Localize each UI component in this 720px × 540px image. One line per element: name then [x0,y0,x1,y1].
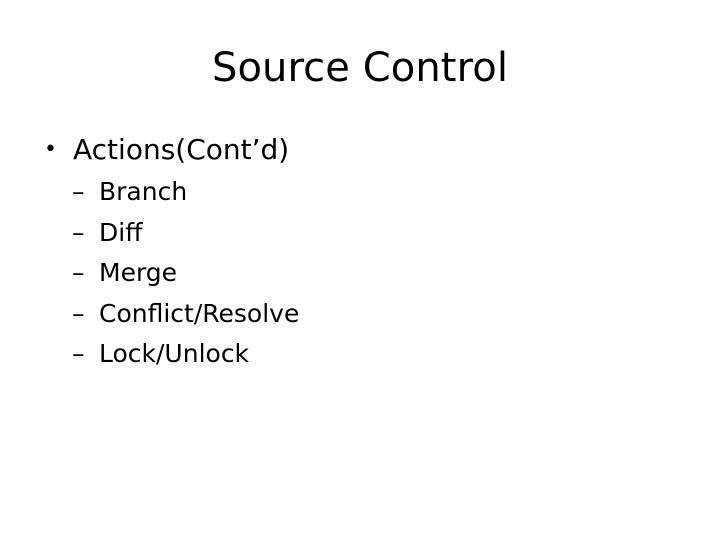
dash-marker-icon: – [72,339,85,368]
outline-level2-item-conflict-resolve: – Conflict/Resolve [0,294,720,335]
bullet-dot-icon: • [44,137,57,162]
dash-marker-icon: – [72,258,85,287]
outline-level2-label: Conflict/Resolve [99,298,300,328]
outline-level1-item: • Actions(Cont’d) [0,128,720,172]
outline-level2-item-lock-unlock: – Lock/Unlock [0,334,720,375]
dash-marker-icon: – [72,177,85,206]
outline-level2-label: Lock/Unlock [99,339,250,368]
outline-level2-label: Branch [99,177,188,206]
outline-level2-item-diff: – Diff [0,213,720,254]
outline-level2-label: Merge [99,258,178,287]
slide-body: • Actions(Cont’d) – Branch – Diff – Merg… [0,128,720,375]
dash-marker-icon: – [72,217,85,247]
outline-level2-list: – Branch – Diff – Merge – Conflict/Resol… [0,172,720,375]
outline-level1-label: Actions(Cont’d) [73,133,290,166]
outline-level2-item-branch: – Branch [0,172,720,213]
outline-level2-item-merge: – Merge [0,253,720,294]
page-title: Source Control [211,45,509,91]
outline-level2-label: Diff [99,217,143,247]
dash-marker-icon: – [72,298,85,328]
